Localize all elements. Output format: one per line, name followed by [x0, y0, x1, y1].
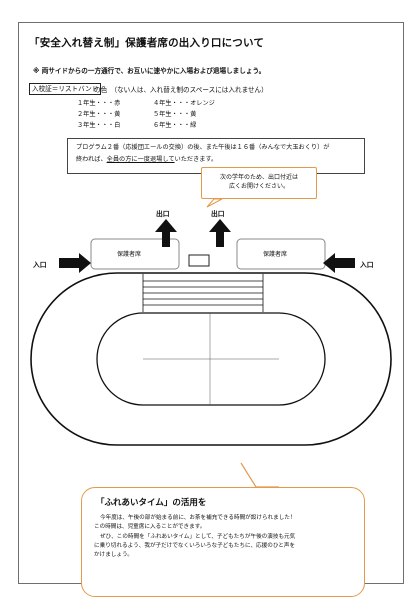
grade-color-item: ４年生・・・オレンジ	[153, 100, 215, 107]
fureai-line: この時間は、児童席に入ることができます。	[94, 524, 206, 531]
wristband-label: 入校証＝リストバンド	[29, 83, 102, 95]
callout-pointer	[206, 198, 223, 208]
page-title: 「安全入れ替え制」保護者席の出入り口について	[29, 37, 265, 49]
fureai-line: 今年度は、午後の部が始まる前に、お茶を補充できる時間が設けられました！	[100, 515, 296, 521]
bottom-pointer	[240, 462, 279, 488]
exit-label-left: 出口	[156, 210, 170, 218]
exit-arrow-shaft-left	[162, 230, 170, 247]
grade-color-item: ６年生・・・緑	[153, 122, 197, 129]
program-note-line2: 終われば、全員の方に一度退場していただきます。	[76, 154, 356, 166]
exit-arrow-left	[155, 219, 177, 232]
parent-seat-label: 保護者席	[117, 251, 142, 258]
entrance-arrow-left	[59, 253, 91, 273]
grade-color-item: ３年生・・・白	[77, 122, 121, 129]
program-note-text: いただきます。	[174, 156, 218, 163]
program-note-line1: プログラム２番（応援団エールの交換）の後、また午後は１６番（みんなで大玉おくり）…	[76, 144, 330, 151]
parent-seat-left	[90, 238, 180, 270]
exit-arrow-right	[209, 219, 231, 232]
parent-seat-right	[236, 238, 326, 270]
fureai-title: 「ふれあいタイム」の活用を	[96, 498, 207, 508]
entrance-label-left: 入口	[33, 261, 47, 269]
fureai-line: ぜひ、この時間を「ふれあいタイム」として、子どもたちが午後の演技も元気	[100, 533, 296, 540]
flow-note: ※ 両サイドからの一方通行で、お互いに速やかに入場および退場しましょう。	[33, 67, 266, 75]
fureai-line: に乗り切れるよう、我が子だけでなくいろいろな子どもたちに、応援のひと声を	[94, 542, 296, 549]
entrance-arrow-right	[323, 253, 355, 273]
document-page: 「安全入れ替え制」保護者席の出入り口について ※ 両サイドからの一方通行で、お互…	[18, 22, 404, 597]
center-gate	[188, 254, 210, 267]
callout-line1: 次の学年のため、出口付近は	[219, 174, 298, 181]
fureai-line: かけましょう。	[94, 552, 133, 559]
grade-color-item: ２年生・・・黄	[77, 111, 121, 118]
grade-color-item: ５年生・・・黄	[153, 111, 197, 118]
parent-seat-label: 保護者席	[263, 251, 288, 258]
fureai-time-box: 「ふれあいタイム」の活用を 今年度は、午後の部が始まる前に、お茶を補充できる時間…	[81, 487, 365, 597]
wristband-description: の色 （ない人は、入れ替え制のスペースには入れません）	[94, 86, 268, 94]
exit-label-right: 出口	[211, 210, 225, 218]
entrance-label-right: 入口	[360, 261, 374, 269]
grade-color-item: １年生・・・赤	[77, 100, 121, 107]
program-note-text: 終われば、	[76, 156, 107, 163]
exit-callout: 次の学年のため、出口付近は 広くお開けください。	[201, 167, 317, 199]
exit-arrow-shaft-right	[216, 230, 224, 247]
program-note-underlined: 全員の方に一度退場して	[106, 156, 175, 163]
seating-diagram	[30, 198, 392, 488]
callout-line2: 広くお開けください。	[228, 183, 289, 190]
